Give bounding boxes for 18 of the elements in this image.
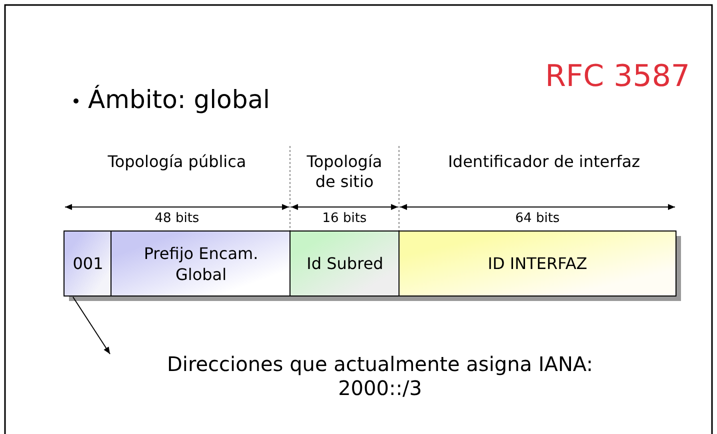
field-text: ID INTERFAZ (488, 253, 588, 274)
bit-length-label: 48 bits (154, 211, 200, 227)
field-text: Id Subred (306, 253, 384, 274)
field-group-label: Topología pública (106, 152, 248, 172)
leader-line (72, 296, 110, 354)
note-text: Direcciones que actualmente asigna IANA: 2000::/3 (85, 352, 675, 400)
field-group-label: Identificador de interfaz (446, 152, 642, 172)
address-field (290, 230, 400, 296)
address-field (110, 230, 292, 296)
field-group-label: Topología de sitio (306, 152, 384, 192)
bit-length-label: 16 bits (321, 211, 368, 227)
heading: Ámbito: global (88, 84, 271, 115)
bit-length-label: 64 bits (514, 211, 561, 227)
address-field (398, 230, 676, 296)
document-title: RFC 3587 (544, 58, 690, 96)
field-text: Prefijo Encam. Global (142, 242, 260, 284)
address-field (64, 230, 112, 296)
field-text: 001 (72, 253, 104, 274)
